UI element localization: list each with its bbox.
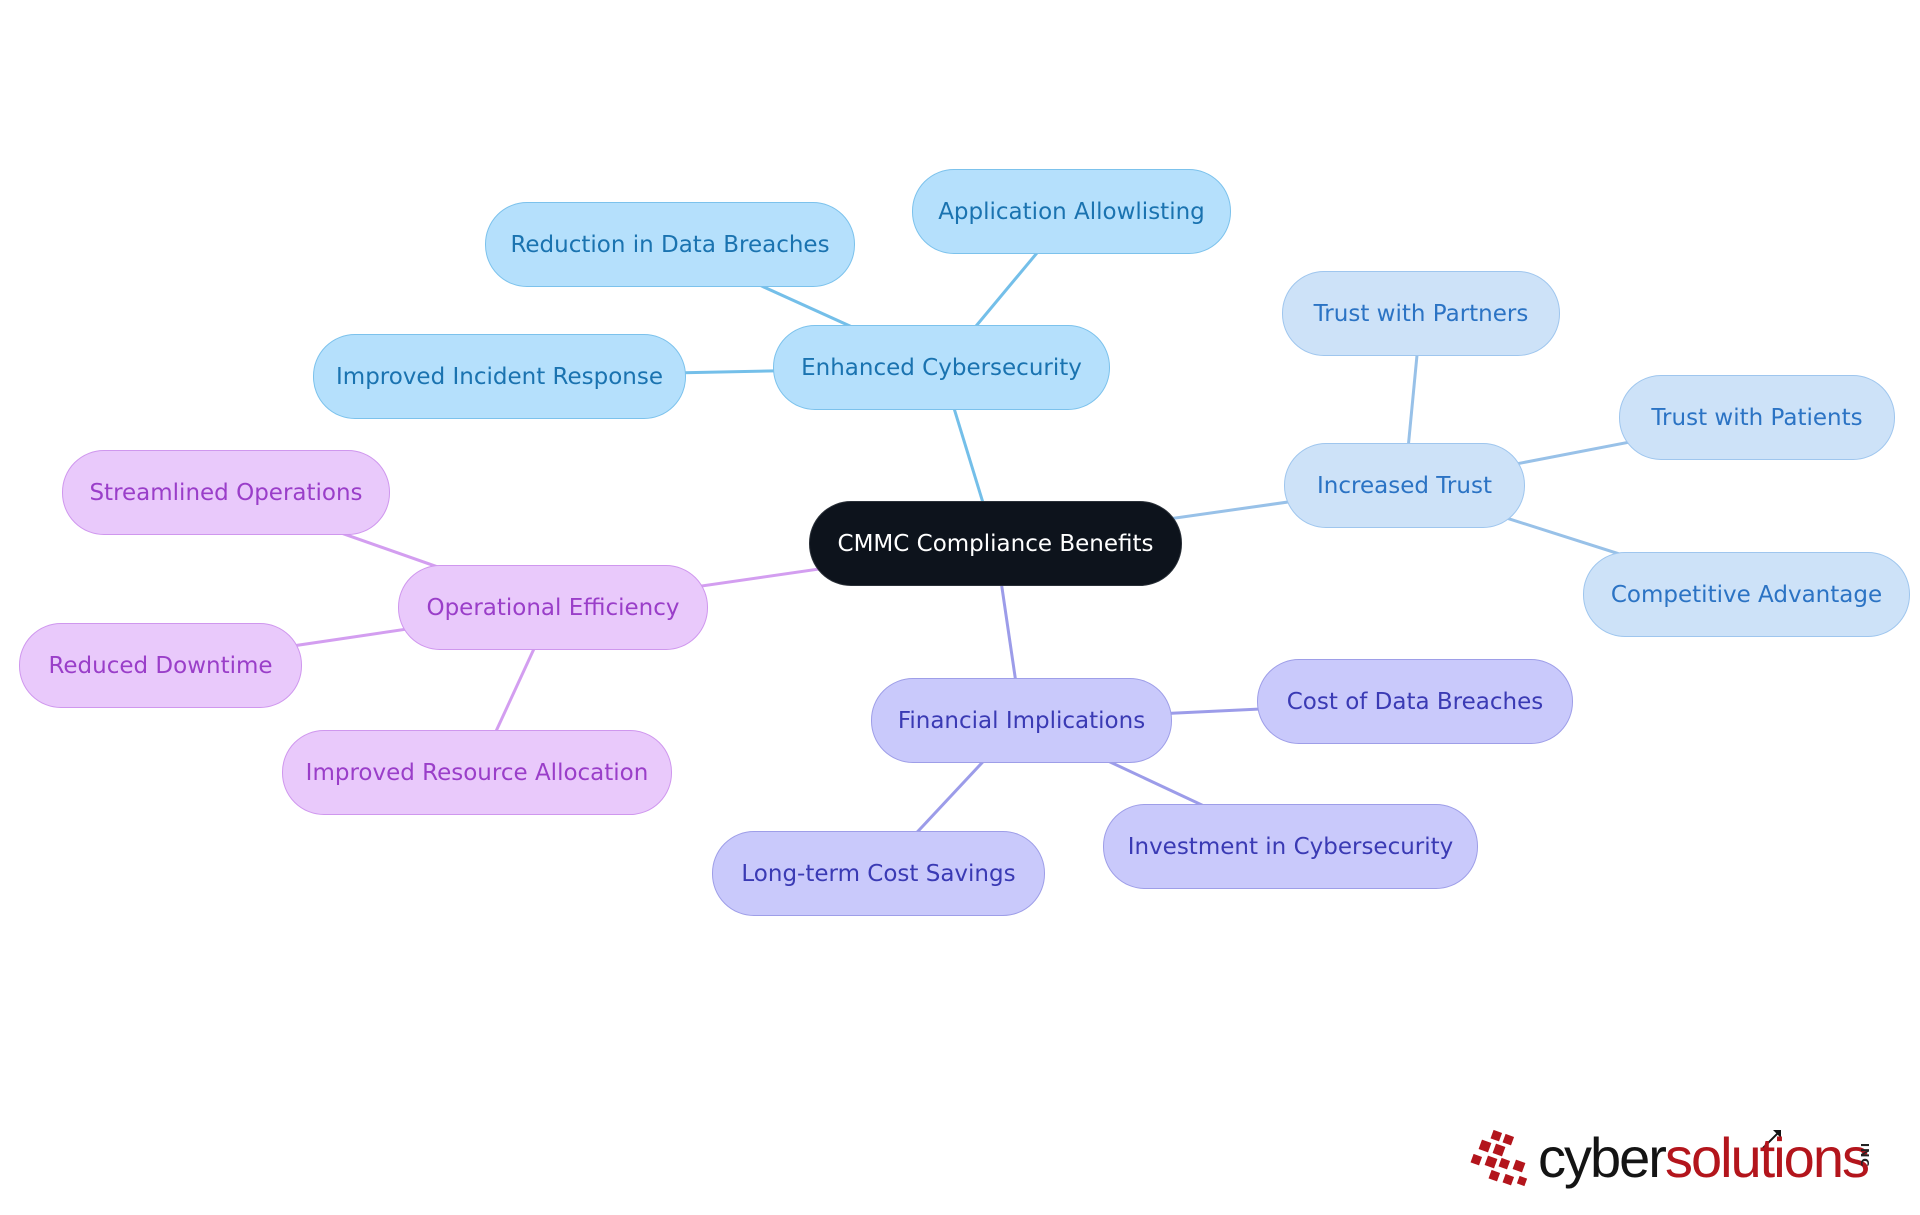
leaf-node-cost-of-data-breaches: Cost of Data Breaches xyxy=(1257,659,1573,744)
leaf-node-trust-with-partners: Trust with Partners xyxy=(1282,271,1560,356)
leaf-label-application-allowlisting: Application Allowlisting xyxy=(938,198,1205,225)
branch-label-financial-implications: Financial Implications xyxy=(897,707,1146,734)
logo-arrow-icon xyxy=(1762,1130,1781,1149)
leaf-node-long-term-cost-savings: Long-term Cost Savings xyxy=(712,831,1045,916)
logo-word-solutions: solutions xyxy=(1664,1126,1870,1189)
leaf-node-application-allowlisting: Application Allowlisting xyxy=(912,169,1231,254)
branch-label-operational-efficiency: Operational Efficiency xyxy=(426,594,680,621)
leaf-label-competitive-advantage: Competitive Advantage xyxy=(1610,581,1883,608)
cybersolutions-logo: cybersolutions INC xyxy=(1470,1125,1880,1195)
logo-cubes-icon xyxy=(1470,1129,1528,1187)
leaf-label-trust-with-patients: Trust with Patients xyxy=(1651,404,1863,431)
branch-node-increased-trust: Increased Trust xyxy=(1284,443,1525,528)
logo-word-cyber: cyber xyxy=(1538,1126,1667,1189)
leaf-label-trust-with-partners: Trust with Partners xyxy=(1313,300,1529,327)
root-node-label: CMMC Compliance Benefits xyxy=(837,530,1154,557)
leaf-label-long-term-cost-savings: Long-term Cost Savings xyxy=(741,860,1016,887)
leaf-label-improved-resource-allocation: Improved Resource Allocation xyxy=(305,759,649,786)
leaf-node-streamlined-operations: Streamlined Operations xyxy=(62,450,390,535)
leaf-label-streamlined-operations: Streamlined Operations xyxy=(89,479,363,506)
branch-label-increased-trust: Increased Trust xyxy=(1317,472,1492,499)
branch-node-operational-efficiency: Operational Efficiency xyxy=(398,565,708,650)
leaf-label-improved-incident-response: Improved Incident Response xyxy=(336,363,663,390)
branch-node-enhanced-cybersecurity: Enhanced Cybersecurity xyxy=(773,325,1110,410)
leaf-node-investment-in-cybersecurity: Investment in Cybersecurity xyxy=(1103,804,1478,889)
leaf-node-improved-resource-allocation: Improved Resource Allocation xyxy=(282,730,672,815)
leaf-label-investment-in-cybersecurity: Investment in Cybersecurity xyxy=(1127,833,1454,860)
leaf-label-cost-of-data-breaches: Cost of Data Breaches xyxy=(1286,688,1544,715)
logo-wordmark: cybersolutions xyxy=(1538,1125,1870,1191)
root-node: CMMC Compliance Benefits xyxy=(809,501,1182,586)
branch-node-financial-implications: Financial Implications xyxy=(871,678,1172,763)
leaf-node-competitive-advantage: Competitive Advantage xyxy=(1583,552,1910,637)
leaf-label-reduction-in-data-breaches: Reduction in Data Breaches xyxy=(510,231,830,258)
branch-label-enhanced-cybersecurity: Enhanced Cybersecurity xyxy=(801,354,1082,381)
leaf-node-improved-incident-response: Improved Incident Response xyxy=(313,334,686,419)
logo-inc: INC xyxy=(1858,1143,1871,1168)
leaf-node-trust-with-patients: Trust with Patients xyxy=(1619,375,1895,460)
leaf-node-reduction-in-data-breaches: Reduction in Data Breaches xyxy=(485,202,855,287)
leaf-label-reduced-downtime: Reduced Downtime xyxy=(48,652,273,679)
leaf-node-reduced-downtime: Reduced Downtime xyxy=(19,623,302,708)
